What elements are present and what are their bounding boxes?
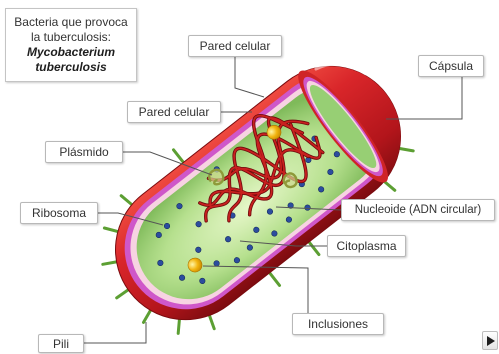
leader-line-pared-celular-top [235, 57, 264, 97]
label-pili: Pili [38, 334, 84, 353]
species-name-line-2: tuberculosis [6, 60, 136, 75]
label-nucleoide: Nucleoide (ADN circular) [341, 199, 495, 221]
label-inclusiones: Inclusiones [292, 313, 384, 335]
label-citoplasma: Citoplasma [327, 235, 406, 257]
label-pared-celular-left: Pared celular [127, 101, 221, 123]
next-button[interactable] [482, 331, 498, 350]
play-icon [487, 336, 495, 346]
leader-line-capsula [386, 77, 462, 119]
species-name-line-1: Mycobacterium [6, 45, 136, 60]
label-pared-celular-top: Pared celular [188, 35, 282, 57]
label-plasmido: Plásmido [45, 141, 123, 163]
title-line-2: la tuberculosis: [6, 30, 136, 45]
title-line-1: Bacteria que provoca [6, 15, 136, 30]
label-capsula: Cápsula [418, 55, 484, 77]
title-box: Bacteria que provoca la tuberculosis: My… [5, 8, 137, 82]
label-ribosoma: Ribosoma [20, 202, 98, 224]
leader-line-pili [84, 322, 146, 343]
